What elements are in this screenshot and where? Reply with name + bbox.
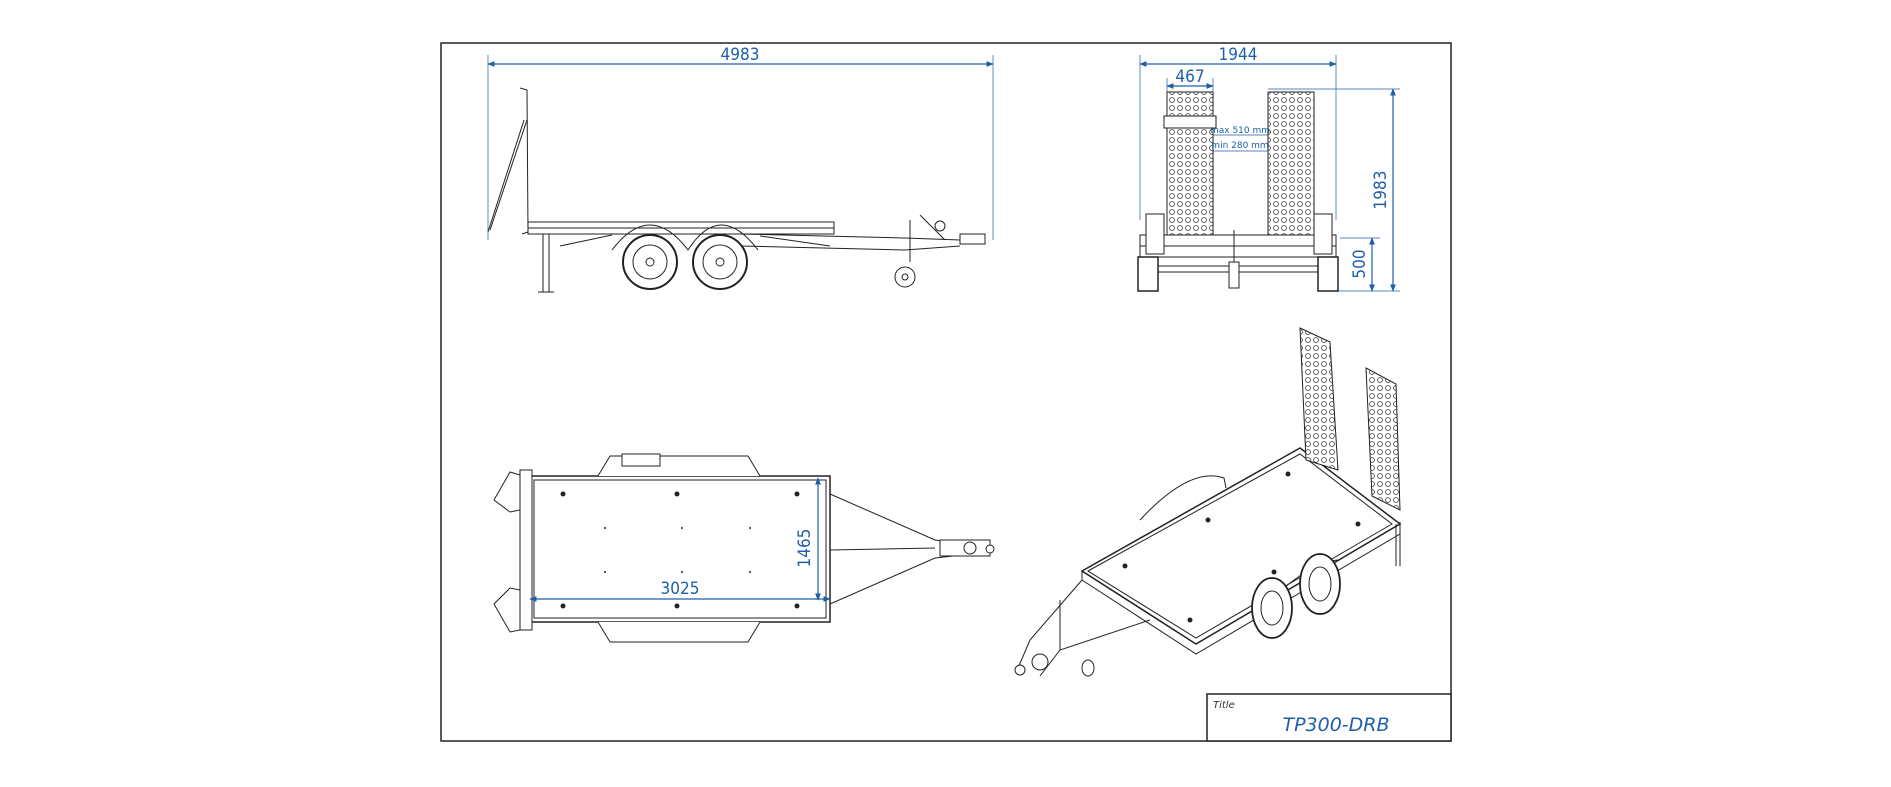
dimension-deck-length: 3025 (661, 579, 700, 599)
title-block: Title TP300-DRB (1206, 693, 1452, 742)
dimension-ramp-width: 467 (1175, 67, 1204, 87)
title-block-value: TP300-DRB (1282, 714, 1389, 736)
top-view (493, 453, 995, 643)
dimension-deck-width: 1465 (795, 529, 815, 568)
dimension-ramp-gap-min: min 280 mm (1211, 141, 1268, 151)
dimension-rear-width: 1944 (1219, 45, 1258, 65)
dimension-deck-height: 500 (1350, 249, 1370, 278)
isometric-view (1014, 327, 1402, 677)
dimension-ramp-gap-max: max 510 mm (1210, 126, 1270, 136)
side-view (487, 55, 994, 293)
drawing-frame (440, 42, 1452, 742)
title-block-label: Title (1213, 700, 1235, 711)
rear-view (1137, 55, 1400, 292)
dimension-side-length: 4983 (721, 45, 760, 65)
dimension-total-height: 1983 (1371, 171, 1391, 210)
